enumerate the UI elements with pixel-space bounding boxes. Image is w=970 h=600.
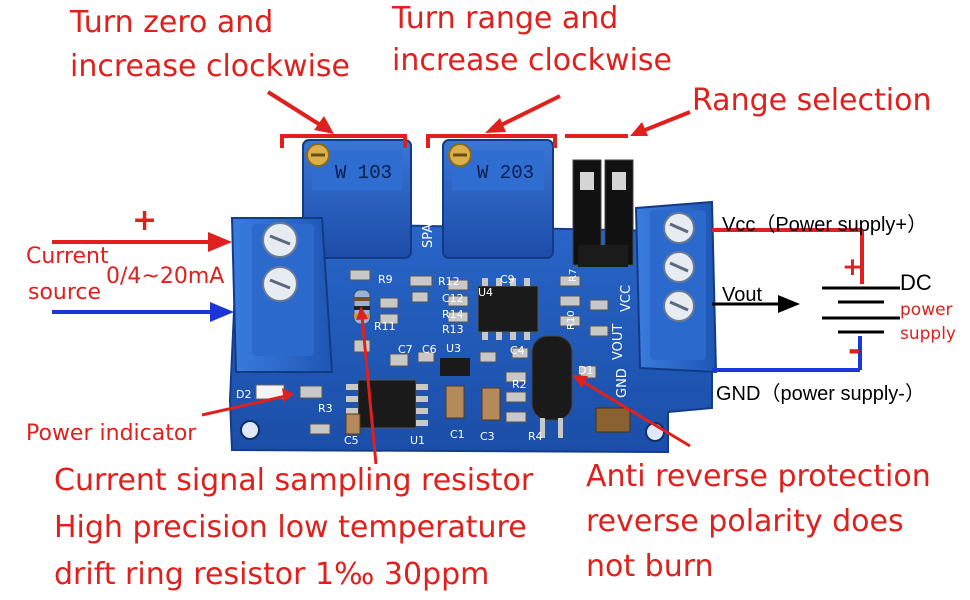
- silk-r3: R3: [318, 402, 333, 415]
- pot-zero-label: W 103: [335, 162, 392, 184]
- current-source-line2: source: [28, 280, 102, 305]
- pointer-lines: [201, 306, 691, 465]
- silk-gnd: GND: [615, 368, 630, 398]
- chip-u4: [477, 278, 539, 340]
- smd-components: [299, 269, 609, 435]
- zero-potentiometer: [302, 139, 412, 259]
- silk-r14: R14: [442, 308, 464, 321]
- zero-label-line2: increase clockwise: [70, 49, 350, 84]
- sampling-resistor-line1: Current signal sampling resistor: [54, 463, 534, 498]
- range-label-line1: Turn range and: [392, 1, 619, 36]
- current-source-line1: Current: [26, 244, 109, 269]
- span-potentiometer: [442, 139, 554, 259]
- vcc-label: Vcc（Power supply+）: [722, 214, 928, 236]
- tantalum-capacitor: [595, 407, 631, 433]
- anti-reverse-line3: not burn: [586, 549, 714, 584]
- current-range-label: 0/4~20mA: [106, 264, 225, 289]
- silk-c4: C4: [510, 344, 525, 357]
- silk-c3: C3: [480, 430, 495, 443]
- silk-r9: R9: [378, 273, 393, 286]
- silk-r10: R10: [566, 310, 577, 330]
- silk-c1: C1: [450, 428, 465, 441]
- sampling-resistor-line2: High precision low temperature: [54, 510, 527, 545]
- silk-r13: R13: [442, 323, 464, 336]
- silk-c9: C9: [500, 273, 515, 286]
- silk-span: SPAN: [421, 214, 436, 248]
- silk-r4: R4: [528, 430, 543, 443]
- output-wiring: [712, 228, 864, 372]
- silk-c6: C6: [422, 343, 437, 356]
- dc-supply-label: supply: [900, 324, 956, 344]
- zero-label-line1: Turn zero and: [70, 5, 274, 40]
- silk-r2: R2: [512, 378, 527, 391]
- silk-r12: R12: [438, 275, 460, 288]
- pot-span-label: W 203: [477, 162, 534, 184]
- dc-power-label: power: [900, 300, 953, 320]
- silk-c7: C7: [398, 343, 413, 356]
- current-input-arrows: [52, 232, 234, 322]
- capacitors: [345, 385, 501, 435]
- silk-vout: VOUT: [611, 324, 626, 360]
- range-label-line2: increase clockwise: [392, 43, 672, 78]
- sampling-resistor-line3: drift ring resistor 1‰ 30ppm: [54, 557, 490, 592]
- silk-u3: U3: [446, 342, 461, 355]
- dc-label: DC: [900, 270, 932, 295]
- input-terminal-block: [230, 217, 334, 373]
- silk-d2: D2: [236, 388, 251, 401]
- battery-symbol: [822, 286, 900, 334]
- battery-minus-sign: -: [848, 333, 861, 368]
- silk-vcc: VCC: [619, 285, 634, 312]
- output-terminal-block: [634, 200, 718, 374]
- battery-plus-sign: +: [842, 252, 863, 281]
- range-jumpers: [572, 159, 634, 267]
- range-selection-label: Range selection: [692, 83, 932, 118]
- mounting-hole: [240, 420, 260, 440]
- silk-c5: C5: [344, 434, 359, 447]
- silk-u1: U1: [410, 434, 425, 447]
- silk-u4: U4: [478, 286, 493, 299]
- power-indicator-label: Power indicator: [26, 421, 197, 446]
- anti-reverse-line1: Anti reverse protection: [586, 459, 931, 494]
- silk-r7: R7: [568, 269, 579, 282]
- silk-c12: C12: [442, 292, 464, 305]
- vout-label: Vout: [722, 284, 763, 306]
- chip-u3: [440, 358, 470, 376]
- annotation-brackets: [280, 134, 628, 148]
- protection-diode: [531, 335, 573, 438]
- silk-r11: R11: [374, 320, 396, 333]
- anti-reverse-line2: reverse polarity does: [586, 504, 904, 539]
- annotation-arrows: [266, 90, 691, 136]
- silk-d1: D1: [578, 364, 593, 377]
- input-plus-sign: +: [132, 203, 158, 238]
- gnd-label: GND（power supply-）: [716, 383, 925, 405]
